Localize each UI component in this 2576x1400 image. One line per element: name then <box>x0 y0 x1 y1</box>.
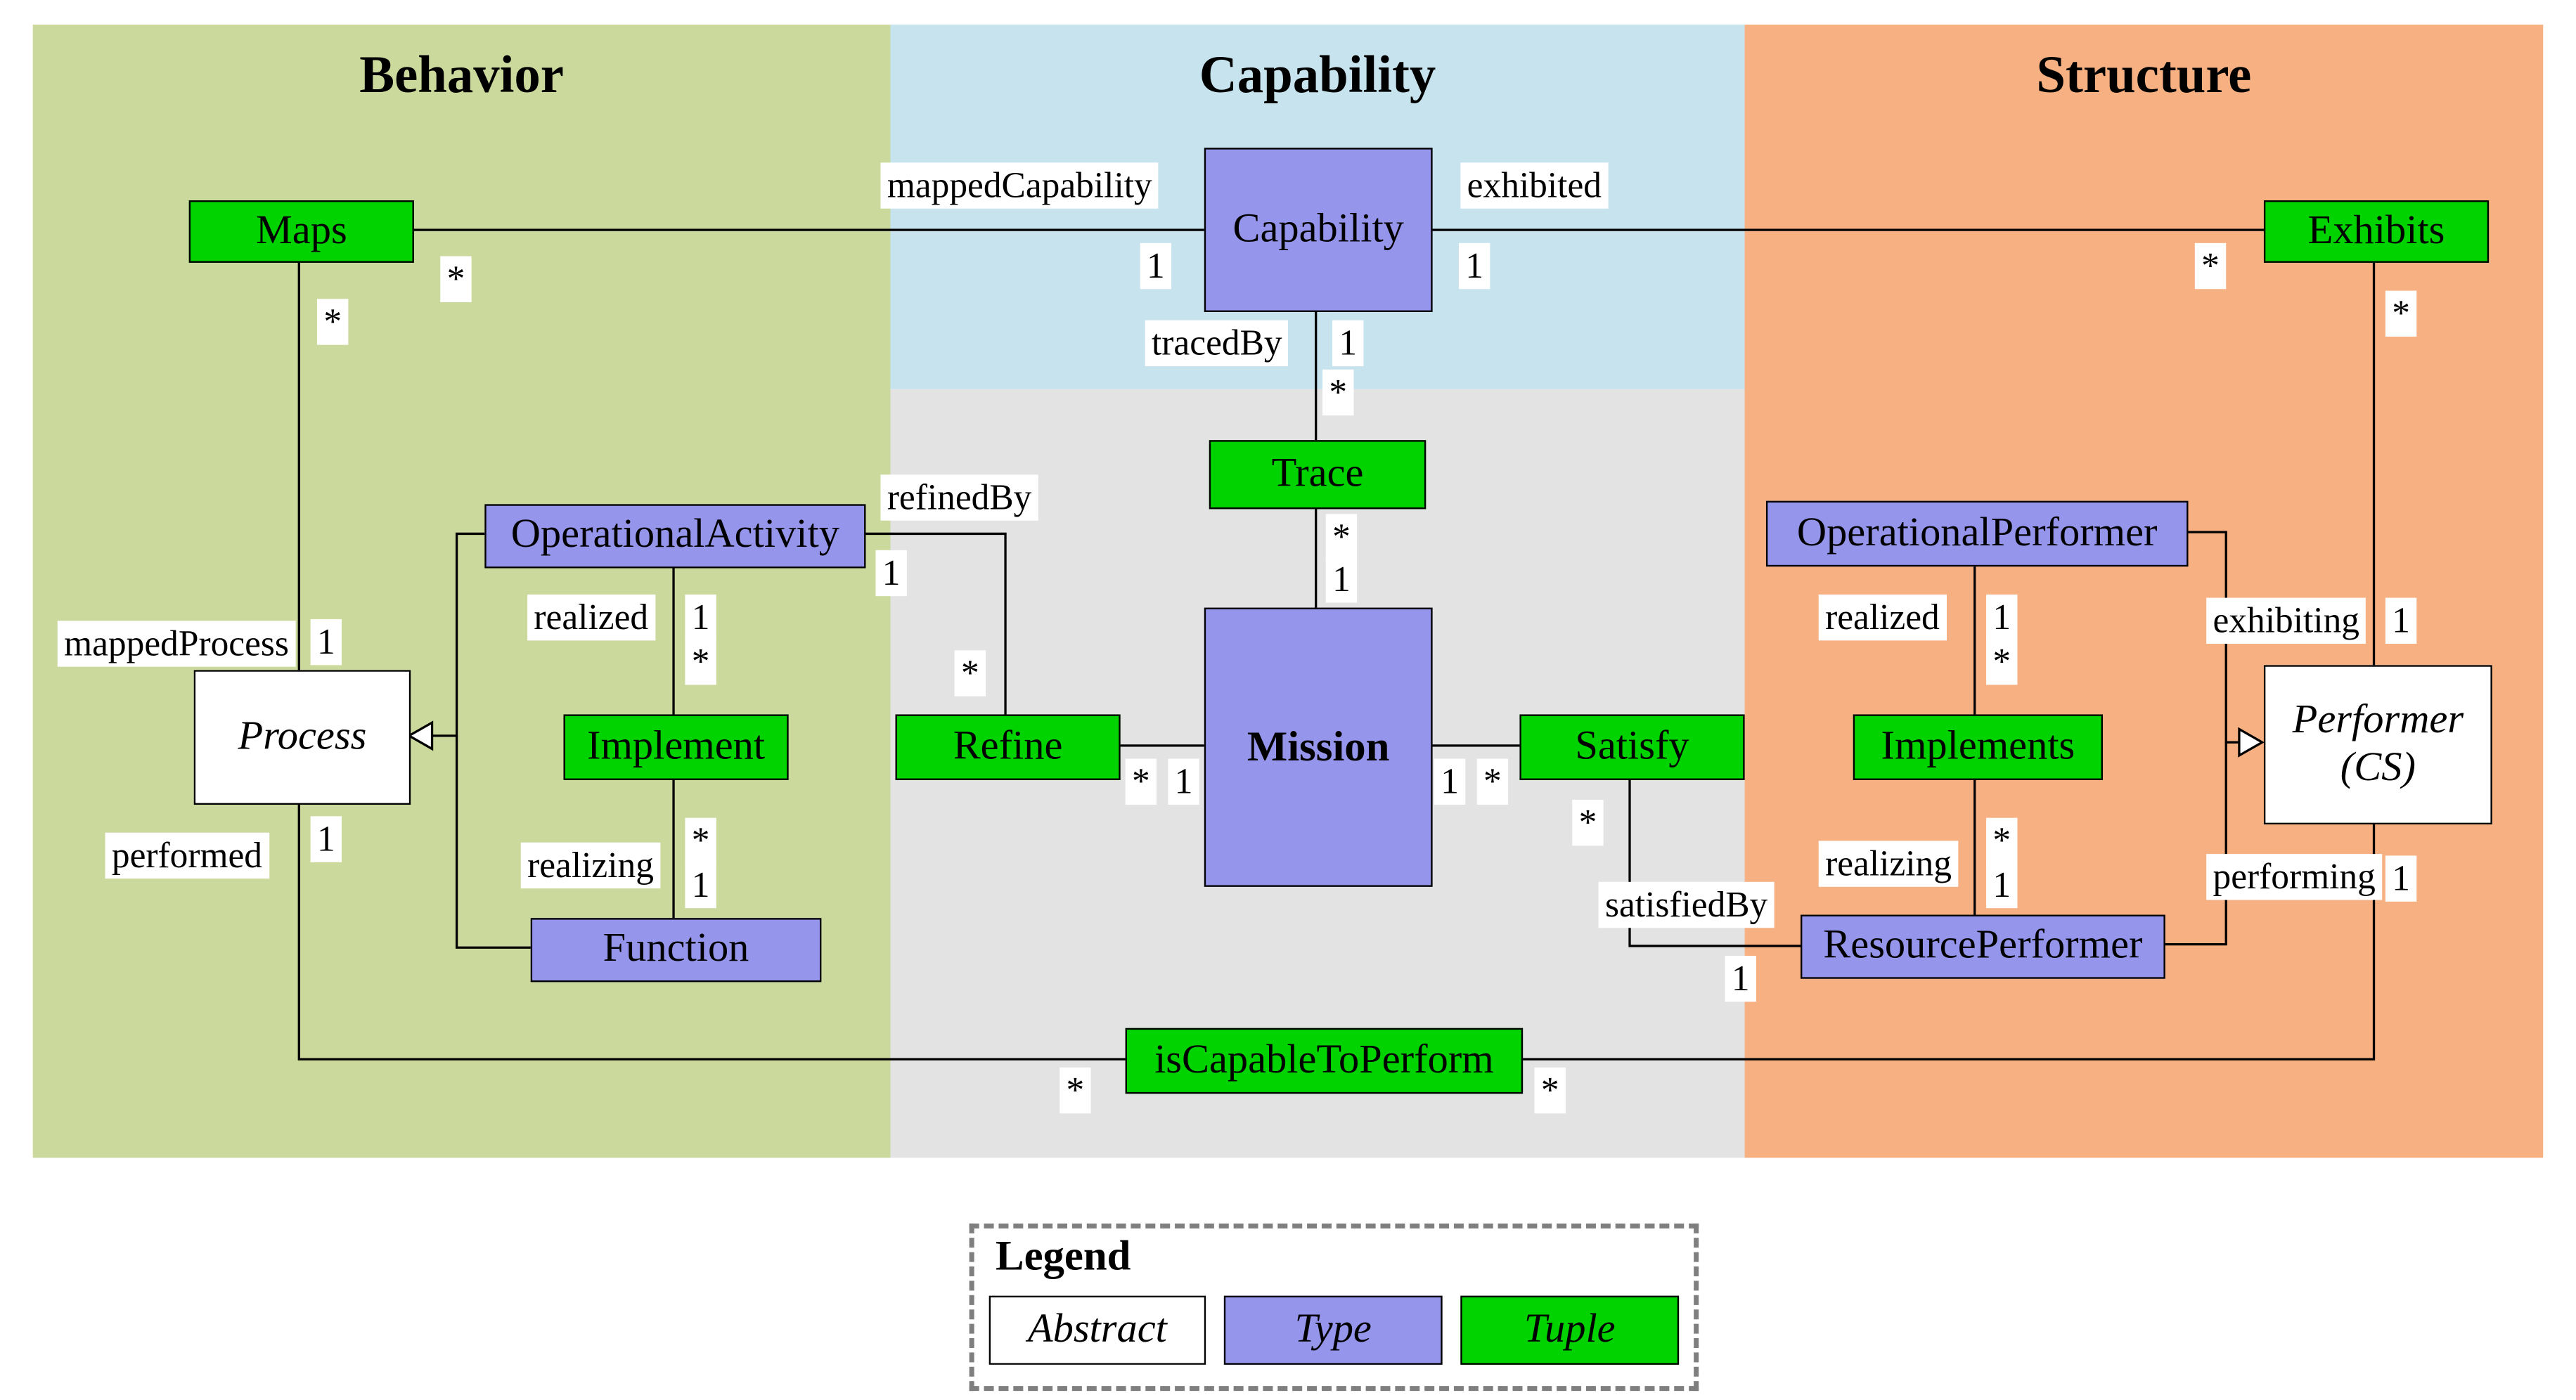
node-operational-activity: OperationalActivity <box>484 504 866 569</box>
node-exhibits: Exhibits <box>2263 200 2490 263</box>
edge-label-satisfied-by: satisfiedBy <box>1598 881 1775 929</box>
edge-label-realizing-behavior: realizing <box>520 842 661 890</box>
node-function: Function <box>530 918 822 983</box>
multiplicity-icp-performer-icp-end: * <box>1534 1067 1566 1115</box>
edge-function-process-generalization <box>455 735 531 949</box>
edge-resourceperformer-performer-generalization <box>2162 742 2227 946</box>
multiplicity-process-icp-icp-end: * <box>1060 1067 1091 1115</box>
edge-label-refined-by: refinedBy <box>880 474 1038 521</box>
legend-title: Legend <box>996 1231 1131 1280</box>
node-maps: Maps <box>188 200 414 263</box>
multiplicity-icp-performer-performer-end: 1 <box>2385 855 2417 902</box>
multiplicity-exhibits-performer-performer-end: 1 <box>2385 597 2417 644</box>
multiplicity-trace-mission-trace-end: * <box>1325 514 1358 561</box>
region-title-capability: Capability <box>1199 44 1436 104</box>
multiplicity-trace-mission-mission-end: 1 <box>1325 557 1358 604</box>
multiplicity-capability-trace-trace-end: * <box>1322 369 1354 417</box>
node-capability: Capability <box>1204 148 1433 312</box>
multiplicity-capability-trace-capability-end: 1 <box>1332 320 1364 367</box>
multiplicity-capability-exhibits-exhibits-end: * <box>2194 242 2227 290</box>
generalization-arrow-performer-icon <box>2238 727 2265 758</box>
node-mission: Mission <box>1204 607 1433 887</box>
node-process: Process <box>193 670 411 805</box>
edge-label-realizing-structure: realizing <box>1818 841 1959 888</box>
multiplicity-process-icp-process-end: 1 <box>310 816 342 863</box>
node-is-capable-to-perform: isCapableToPerform <box>1125 1028 1524 1094</box>
multiplicity-maps-capability-capability-end: 1 <box>1140 242 1172 290</box>
region-title-behavior: Behavior <box>359 44 564 104</box>
multiplicity-satisfy-rp-satisfy-end: * <box>1572 799 1604 847</box>
edge-operationalactivity-refine <box>862 532 1007 715</box>
legend-item-type: Type <box>1223 1295 1443 1365</box>
multiplicity-satisfy-rp-rp-end: 1 <box>1725 955 1756 1003</box>
node-refine: Refine <box>895 714 1121 780</box>
multiplicity-op-implements-op-end: 1 <box>1986 594 2018 642</box>
legend-item-tuple: Tuple <box>1460 1295 1680 1365</box>
node-trace: Trace <box>1209 440 1427 510</box>
edge-label-realized-structure: realized <box>1818 594 1947 642</box>
edge-label-mapped-capability: mappedCapability <box>880 162 1159 209</box>
region-title-structure: Structure <box>2036 44 2252 104</box>
node-resource-performer: ResourcePerformer <box>1801 914 2165 979</box>
node-performer-cs: Performer (CS) <box>2263 665 2492 825</box>
edge-satisfy-resourceperformer <box>1628 777 1801 947</box>
multiplicity-maps-process-process-end: 1 <box>310 618 342 666</box>
multiplicity-implement-function-implement-end: * <box>685 817 716 865</box>
multiplicity-exhibits-performer-exhibits-end: * <box>2385 290 2417 337</box>
edge-label-exhibiting: exhibiting <box>2206 597 2366 644</box>
node-implements: Implements <box>1853 714 2103 780</box>
multiplicity-maps-process-maps-end: * <box>316 299 349 346</box>
edge-process-iscapabletoperform <box>297 801 1126 1061</box>
multiplicity-oa-implement-implement-end: * <box>685 638 716 686</box>
edge-label-performing: performing <box>2206 854 2383 901</box>
node-operational-performer: OperationalPerformer <box>1765 500 2189 567</box>
multiplicity-implements-rp-implements-end: * <box>1986 817 2018 865</box>
generalization-arrow-process-icon <box>406 720 434 751</box>
edge-operationalactivity-process-generalization <box>432 532 485 737</box>
legend-item-abstract: Abstract <box>988 1295 1206 1365</box>
node-implement: Implement <box>563 714 789 780</box>
multiplicity-oa-implement-oa-end: 1 <box>685 594 716 642</box>
edge-label-mapped-process: mappedProcess <box>57 621 296 668</box>
multiplicity-capability-exhibits-capability-end: 1 <box>1458 242 1490 290</box>
multiplicity-oa-refine-oa-end: 1 <box>875 550 907 597</box>
multiplicity-implements-rp-rp-end: 1 <box>1986 862 2018 909</box>
edge-label-realized-behavior: realized <box>527 594 655 642</box>
node-satisfy: Satisfy <box>1519 714 1745 780</box>
multiplicity-oa-refine-refine-end: * <box>954 650 986 697</box>
multiplicity-mission-satisfy-satisfy-end: * <box>1476 758 1509 805</box>
multiplicity-op-implements-implements-end: * <box>1986 638 2018 686</box>
edge-label-exhibited: exhibited <box>1460 162 1609 209</box>
region-behavior: Behavior <box>32 25 891 1158</box>
multiplicity-mission-satisfy-mission-end: 1 <box>1434 758 1466 805</box>
multiplicity-maps-capability-maps-end: * <box>440 256 472 303</box>
multiplicity-implement-function-function-end: 1 <box>685 862 716 909</box>
edge-label-performed: performed <box>105 832 269 880</box>
multiplicity-refine-mission-refine-end: * <box>1125 758 1157 805</box>
multiplicity-refine-mission-mission-end: 1 <box>1168 758 1199 805</box>
edge-label-traced-by: tracedBy <box>1145 320 1289 367</box>
